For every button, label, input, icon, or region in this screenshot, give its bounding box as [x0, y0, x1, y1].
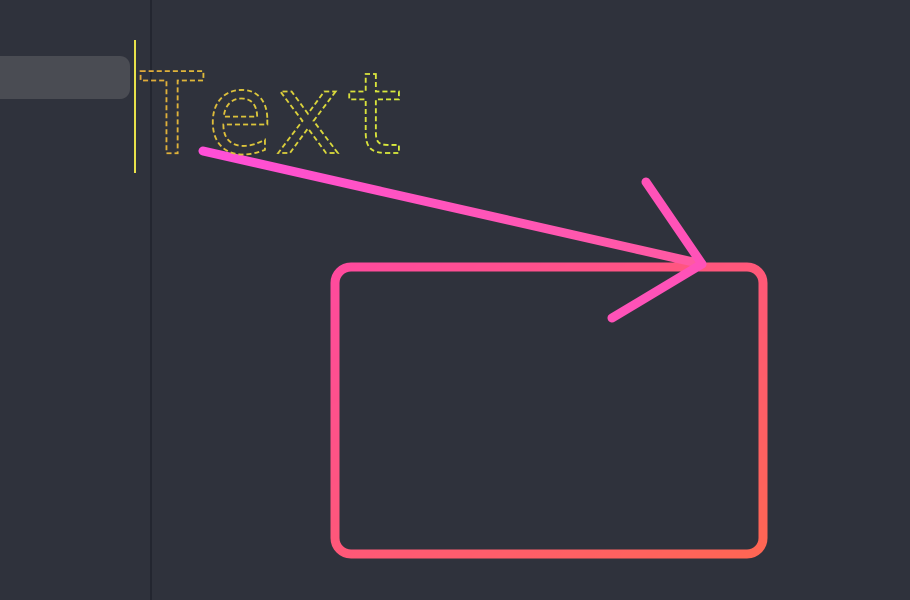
canvas-guide-line: [150, 0, 152, 600]
side-panel-tab[interactable]: [0, 56, 130, 99]
text-cursor-caret: [134, 40, 136, 173]
arrow-shape[interactable]: [198, 146, 707, 323]
text-element[interactable]: Text: [137, 49, 411, 181]
rectangle-shape[interactable]: [330, 262, 768, 559]
